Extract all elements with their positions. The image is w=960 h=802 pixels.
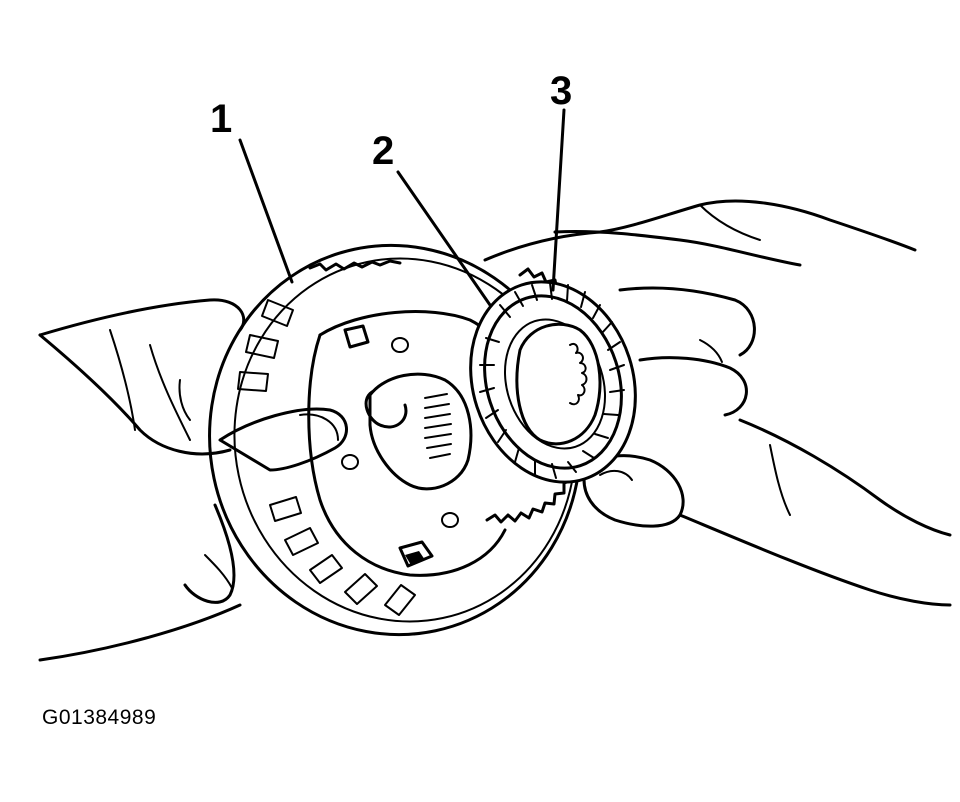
leader-line-1: [238, 138, 294, 284]
callout-3: 3: [550, 69, 572, 113]
callout-1: 1: [210, 97, 232, 141]
left-hand-illustration: [38, 298, 348, 662]
right-hand-illustration: [483, 199, 952, 607]
leader-line-2: [396, 170, 492, 307]
figure-id: G01384989: [42, 706, 157, 729]
leader-lines: [238, 108, 566, 307]
bearing-rollers-illustration: [479, 282, 625, 479]
leader-line-3: [551, 108, 566, 292]
clutch-slots-illustration: [237, 299, 416, 616]
hub-spline-illustration: [424, 393, 452, 459]
callout-2: 2: [372, 129, 394, 173]
thrust-bearing-illustration: [469, 280, 637, 484]
